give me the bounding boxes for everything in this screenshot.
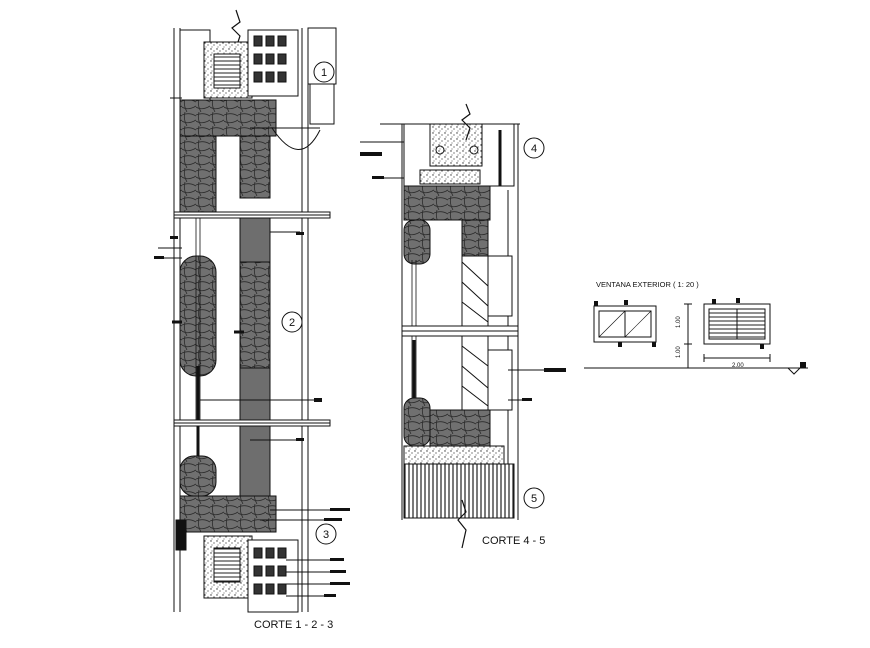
dim-height-lower: 1.00	[676, 346, 682, 358]
leader-ticks-left	[154, 232, 350, 597]
marker-5-label: 5	[531, 493, 537, 505]
window-detail-title: VENTANA EXTERIOR ( 1: 20 )	[596, 280, 699, 289]
dim-height-upper: 1.00	[676, 316, 682, 328]
marker-3-label: 3	[323, 529, 329, 541]
marker-3: 3	[315, 523, 337, 545]
marker-4-label: 4	[531, 143, 537, 155]
marker-4: 4	[523, 137, 545, 159]
marker-5: 5	[523, 487, 545, 509]
corte-4-5-label: CORTE 4 - 5	[482, 535, 545, 547]
dim-width: 2.00	[732, 363, 744, 369]
marker-1: 1	[313, 61, 335, 83]
marker-2: 2	[281, 311, 303, 333]
marker-2-label: 2	[289, 317, 295, 329]
corte-1-2-3-label: CORTE 1 - 2 - 3	[254, 619, 333, 631]
marker-1-label: 1	[321, 67, 327, 79]
leader-ticks-middle	[360, 152, 566, 401]
section-1-2-3	[158, 9, 350, 613]
window-exterior-detail: VENTANA EXTERIOR ( 1: 20 )	[584, 280, 808, 375]
section-4-5	[360, 103, 548, 549]
